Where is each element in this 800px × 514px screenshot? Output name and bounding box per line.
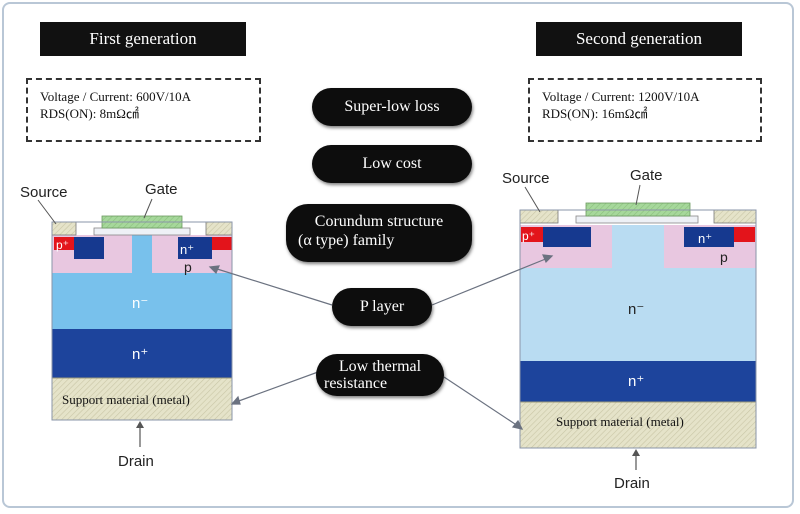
first-n-plus-layer-label: n⁺ <box>132 346 148 363</box>
second-n-plus-layer-label: n⁺ <box>628 373 644 390</box>
first-n-minus-label: n⁻ <box>132 295 148 312</box>
second-n-minus-drift <box>520 268 756 361</box>
first-generation-specs: Voltage / Current: 600V/10A RDS(ON): 8mΩ… <box>26 78 261 142</box>
first-gate-oxide <box>93 227 191 236</box>
first-n-plus-layer <box>52 329 232 378</box>
first-voltage-current: Voltage / Current: 600V/10A <box>40 89 192 104</box>
first-p-plus-label: p⁺ <box>56 238 69 252</box>
p-layer-pill: P layer <box>332 288 432 326</box>
first-drain-label: Drain <box>118 453 154 470</box>
second-source-contact-right <box>713 209 757 224</box>
annotation-arrows <box>208 254 554 430</box>
second-n-plus-well-left <box>543 227 591 247</box>
first-p-plus-left <box>54 237 74 250</box>
figure-frame <box>2 2 794 508</box>
second-generation-device: p⁺ n⁺ p n⁻ n⁺ Support material (metal) S… <box>502 167 757 492</box>
second-drain-label: Drain <box>614 475 650 492</box>
first-source-label: Source <box>20 184 68 201</box>
second-voltage-current: Voltage / Current: 1200V/10A <box>542 89 700 104</box>
first-support-label: Support material (metal) <box>62 392 190 407</box>
second-p-plus-label: p⁺ <box>522 229 535 243</box>
second-source-label: Source <box>502 170 550 187</box>
second-n-plus-well-label: n⁺ <box>698 231 712 246</box>
second-support-label: Support material (metal) <box>556 414 684 429</box>
first-source-contact-right <box>205 221 233 236</box>
second-n-plus-layer <box>520 361 756 402</box>
second-p-plus-left <box>521 227 543 242</box>
low-thermal-line-2: resistance <box>324 375 388 392</box>
first-n-plus-well-right <box>178 237 212 259</box>
first-generation-device: p⁺ n⁺ p n⁻ n⁺ Support material (metal) S… <box>20 181 233 470</box>
super-low-loss-pill: Super-low loss <box>312 88 472 126</box>
first-rds-on: RDS(ON): 8mΩ㎠ <box>40 106 139 121</box>
second-p-label: p <box>720 249 728 265</box>
corundum-structure-pill: Corundum structure (α type) family <box>286 204 472 262</box>
low-thermal-line-1: Low thermal <box>338 358 422 375</box>
first-gate-label: Gate <box>145 181 178 198</box>
first-p-label: p <box>184 259 192 275</box>
second-n-plus-well-right <box>684 227 734 247</box>
low-cost-pill: Low cost <box>312 145 472 183</box>
second-rds-on: RDS(ON): 16mΩ㎠ <box>542 106 648 121</box>
first-generation-header: First generation <box>40 22 246 56</box>
second-gate-oxide <box>575 215 699 224</box>
first-n-plus-well-left <box>74 237 104 259</box>
second-generation-header: Second generation <box>536 22 742 56</box>
second-generation-specs: Voltage / Current: 1200V/10A RDS(ON): 16… <box>528 78 762 142</box>
first-p-plus-right <box>212 237 232 250</box>
second-source-contact-left <box>519 209 559 224</box>
corundum-line-2: (α type) family <box>298 232 395 249</box>
second-p-plus-right <box>734 227 755 242</box>
first-n-plus-well-label: n⁺ <box>180 242 194 257</box>
first-n-minus-drift <box>52 273 232 329</box>
second-gate-label: Gate <box>630 167 663 184</box>
second-n-minus-label: n⁻ <box>628 301 644 318</box>
second-channel-gap <box>612 225 664 268</box>
low-thermal-resistance-pill: Low thermal resistance <box>316 354 444 396</box>
first-channel-gap <box>132 235 152 273</box>
corundum-line-1: Corundum structure <box>314 213 444 230</box>
